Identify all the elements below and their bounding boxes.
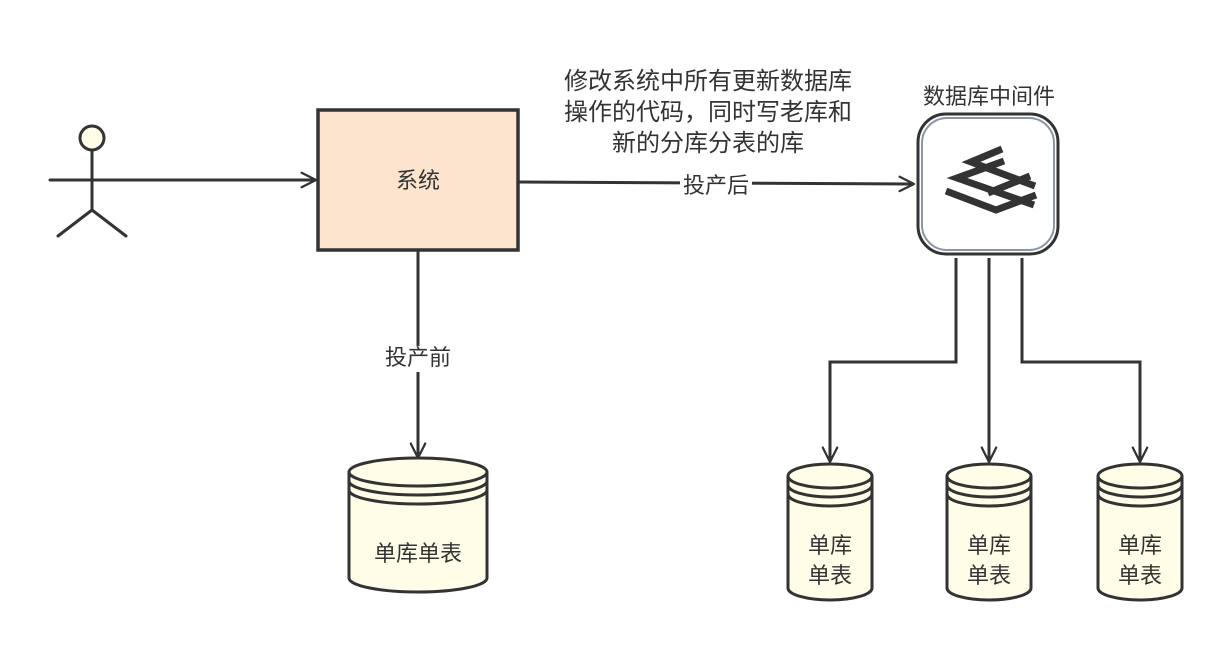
shard-db-3-line-2: 单表: [1117, 564, 1162, 589]
shard-db-cylinder-1: [786, 462, 874, 602]
old-db-cylinder: [347, 456, 489, 594]
stacked-layers-icon: [944, 145, 1038, 214]
annotation-line-3: 新的分库分表的库: [612, 129, 804, 157]
old-db-label: 单库单表: [373, 542, 463, 567]
shard-db-2-line-1: 单库: [966, 534, 1011, 559]
annotation-line-1: 修改系统中所有更新数据库: [564, 67, 852, 95]
shard-db-label-2: 单库 单表: [949, 532, 1029, 592]
shard-db-label-3: 单库 单表: [1100, 532, 1180, 592]
shard-db-3-line-1: 单库: [1117, 534, 1162, 559]
user-actor-icon: [48, 124, 128, 238]
edge-middleware-to-shard-3: [1020, 258, 1149, 464]
shard-db-cylinder-3: [1096, 462, 1184, 602]
system-box: [316, 108, 520, 252]
edge-after-label: 投产后: [679, 174, 753, 200]
annotation-line-2: 操作的代码，同时写老库和: [564, 98, 852, 126]
shard-db-1-line-1: 单库: [807, 534, 852, 559]
shard-db-cylinder-2: [945, 462, 1033, 602]
shard-db-2-line-2: 单表: [966, 564, 1011, 589]
edge-middleware-to-shard-1: [821, 258, 958, 464]
annotation-text: 修改系统中所有更新数据库 操作的代码，同时写老库和 新的分库分表的库: [564, 66, 852, 159]
shard-db-1-line-2: 单表: [807, 564, 852, 589]
middleware-label: 数据库中间件: [922, 85, 1056, 110]
edge-before-label: 投产前: [381, 346, 455, 372]
shard-db-label-1: 单库 单表: [790, 532, 870, 592]
middleware-box: [916, 112, 1060, 256]
system-label: 系统: [395, 169, 441, 194]
